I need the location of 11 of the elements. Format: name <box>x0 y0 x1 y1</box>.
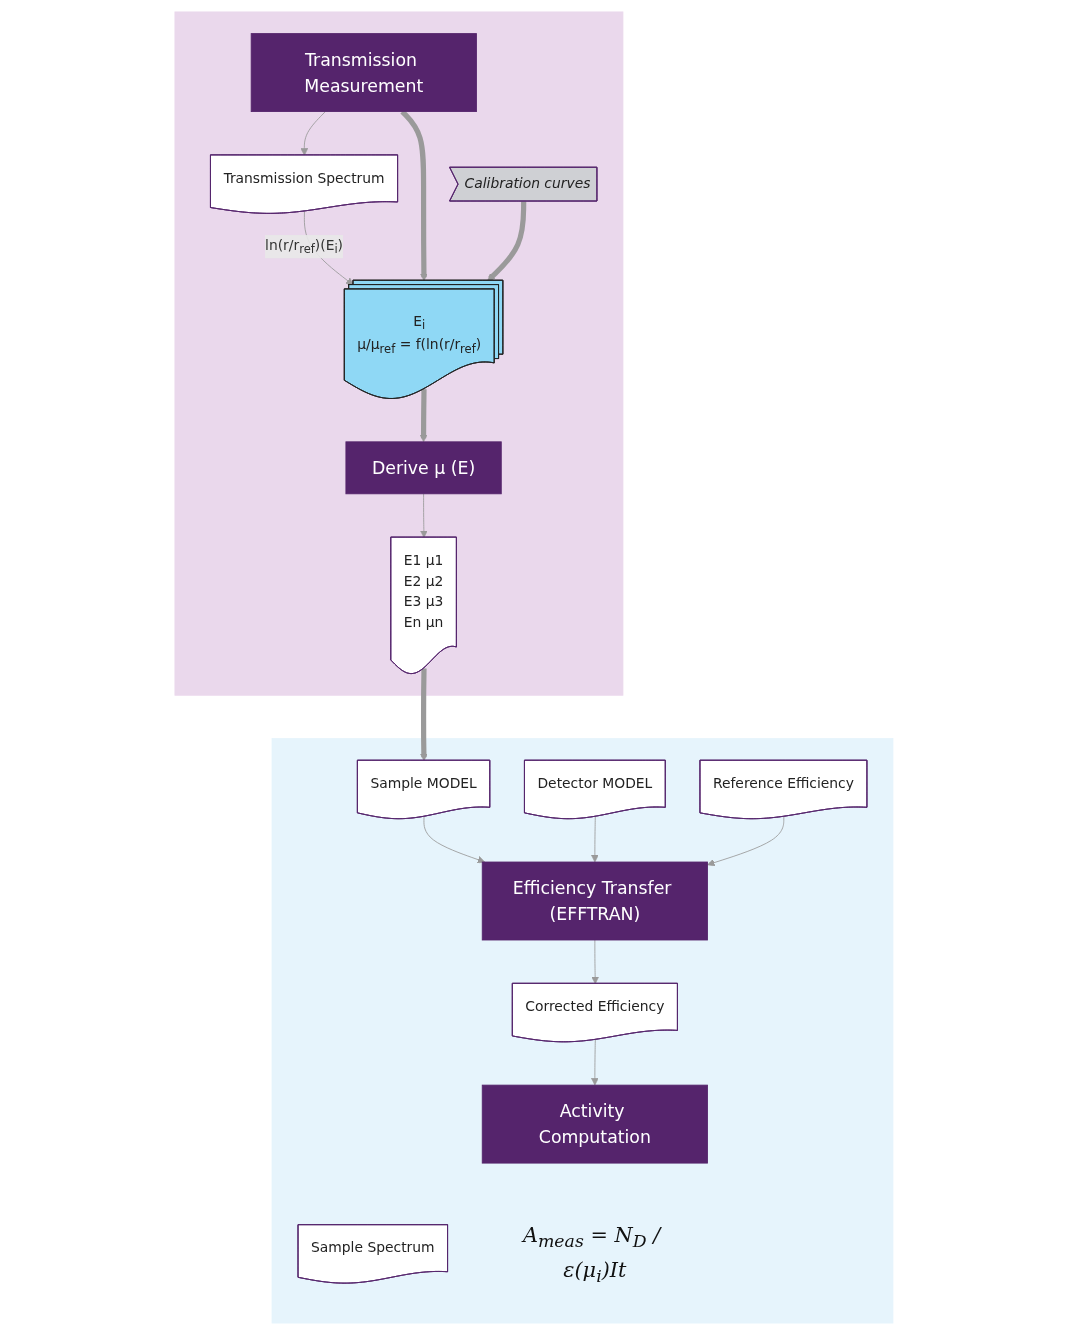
node-box: Transmission Measurement <box>250 33 477 113</box>
cluster <box>271 738 894 1324</box>
node-box: Derive μ (E) <box>345 441 502 495</box>
arrow <box>419 389 428 443</box>
node-box: Activity Computation <box>481 1084 708 1164</box>
arrow <box>420 668 428 761</box>
edge-label: ln(r/r$_{ref}$)(E$_{i}$) <box>265 236 344 256</box>
cluster <box>174 11 624 696</box>
arrow <box>487 201 527 282</box>
node-label: A$_{meas}$ = N$_{D}$ / ε(μ$_{i}$)It <box>522 1222 661 1286</box>
node-box: Efficiency Transfer (EFFTRAN) <box>481 861 708 941</box>
